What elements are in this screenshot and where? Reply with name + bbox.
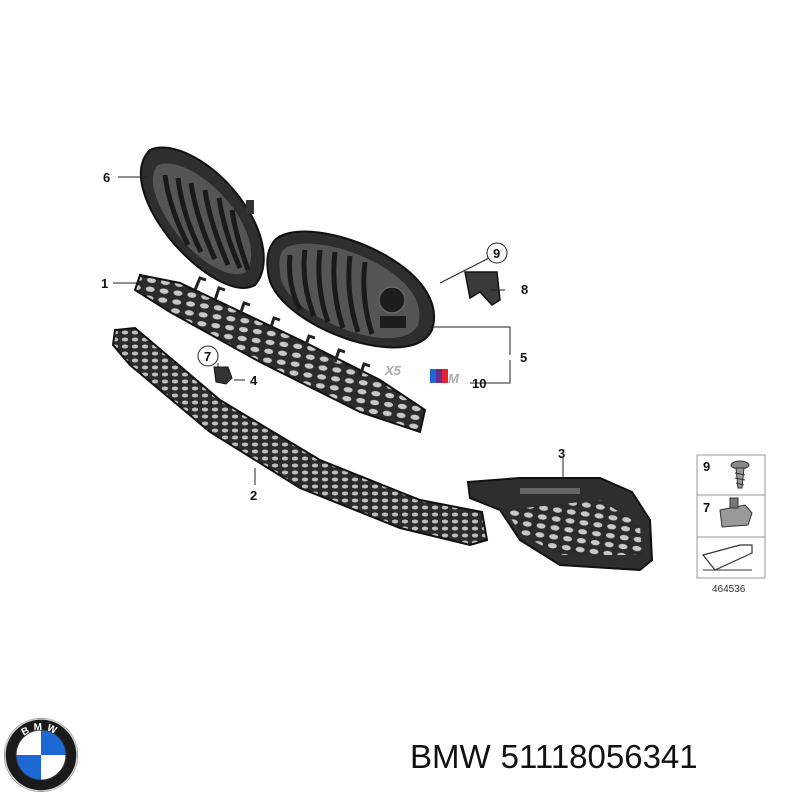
diagram-number: 464536 bbox=[712, 584, 746, 595]
side-grille-insert bbox=[466, 477, 654, 572]
callout-6: 6 bbox=[103, 170, 110, 185]
arrow-icon bbox=[701, 544, 753, 571]
clip-part bbox=[213, 366, 233, 385]
callout-3: 3 bbox=[558, 446, 565, 461]
callout-1: 1 bbox=[101, 276, 108, 291]
callout-8: 8 bbox=[521, 282, 528, 297]
m-badge: M bbox=[448, 371, 460, 386]
parts-legend: 9 7 464536 bbox=[696, 454, 766, 595]
model-badges: X5 M bbox=[384, 363, 460, 386]
right-kidney-grille bbox=[266, 230, 436, 349]
callout-2: 2 bbox=[250, 488, 257, 503]
brand-name: BMW bbox=[410, 738, 491, 775]
screw-icon bbox=[730, 460, 750, 489]
callout-7: 7 bbox=[204, 349, 211, 364]
legend-item-7: 7 bbox=[703, 500, 710, 515]
callout-10: 10 bbox=[472, 376, 486, 391]
callout-9: 9 bbox=[493, 246, 500, 261]
bmw-logo: BMW bbox=[4, 718, 78, 792]
lower-grille-mesh bbox=[111, 326, 489, 547]
x5-badge: X5 bbox=[384, 363, 402, 378]
clip-icon bbox=[719, 497, 753, 528]
mounting-bracket bbox=[464, 271, 501, 306]
callout-4: 4 bbox=[250, 373, 258, 388]
callout-labels: 6 1 2 3 4 5 8 10 9 7 bbox=[101, 170, 565, 503]
upper-grille-strip bbox=[133, 273, 427, 434]
part-number: 51118056341 bbox=[500, 738, 698, 775]
legend-item-9: 9 bbox=[703, 459, 710, 474]
callout-5: 5 bbox=[520, 350, 527, 365]
left-kidney-grille bbox=[140, 146, 265, 289]
leader-lines bbox=[113, 176, 564, 485]
